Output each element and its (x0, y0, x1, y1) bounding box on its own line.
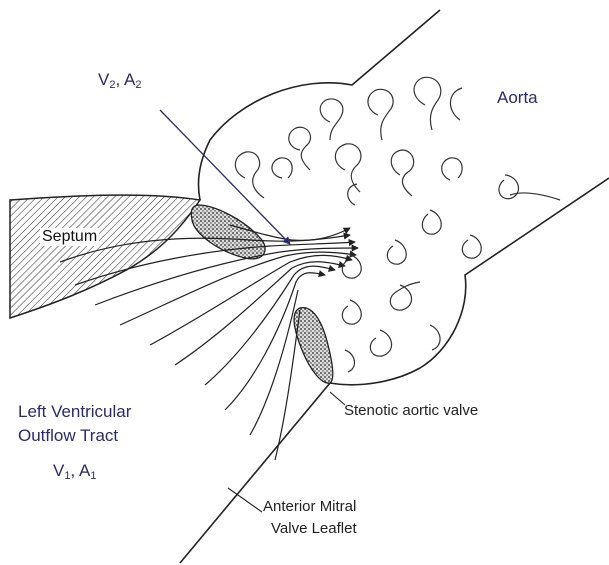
aorta-label: Aorta (497, 88, 538, 108)
mitral-label-line2: Valve Leaflet (263, 518, 357, 540)
turbulent-eddies (235, 77, 560, 372)
aorta-upper-wall (198, 10, 440, 200)
stenotic-valve-leaflet (294, 308, 333, 384)
septum (10, 195, 200, 318)
lvot-label-line1: Left Ventricular (18, 400, 131, 424)
lvot-label: Left Ventricular Outflow Tract (18, 400, 131, 448)
aorta-lower-wall (330, 178, 609, 385)
septum-label: Septum (40, 228, 99, 246)
stenotic-pointer-line (330, 392, 345, 405)
lvot-label-line2: Outflow Tract (18, 424, 131, 448)
aorta-walls (198, 10, 609, 385)
v1-a1-label: V1, A1 (53, 461, 96, 482)
v2-a2-label: V2, A2 (98, 70, 141, 91)
stenotic-valve-label: Stenotic aortic valve (344, 402, 478, 419)
mitral-label-line1: Anterior Mitral (263, 496, 357, 518)
mitral-leaflet-label: Anterior Mitral Valve Leaflet (263, 496, 357, 540)
